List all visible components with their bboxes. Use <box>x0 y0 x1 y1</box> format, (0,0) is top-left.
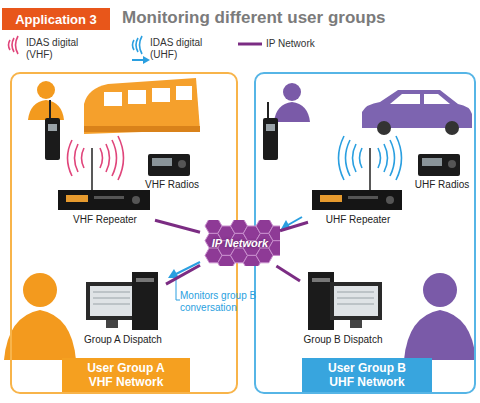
region-heading: User Group A VHF Network <box>80 361 172 389</box>
device-node: UHF Radios <box>410 145 474 191</box>
antenna <box>369 148 371 190</box>
train-illustration <box>84 78 200 134</box>
device-node: Group A Dispatch <box>80 270 166 346</box>
device-node: VHF Repeater <box>55 188 155 226</box>
device-label-holder: UHF Radios <box>410 179 474 191</box>
uhf-wave-sample <box>133 36 143 54</box>
dispatch-pc <box>308 272 382 330</box>
vhf-wave-sample <box>9 36 19 54</box>
diagram-title: Monitoring different user groups <box>122 8 474 28</box>
network-region: User Group A VHF Network VHF RadiosVHF Re… <box>10 72 238 394</box>
region-heading: User Group B UHF Network <box>320 361 414 389</box>
title-badge: Application 3 <box>2 8 110 30</box>
dispatcher-silhouette <box>4 273 76 360</box>
uhf-arrow-sample <box>132 56 150 64</box>
device-node: UHF Repeater <box>308 188 408 226</box>
device-label-holder: Group B Dispatch <box>300 334 386 346</box>
dispatch-pc <box>86 272 158 330</box>
legend-text: IP Network <box>266 38 356 50</box>
car-illustration <box>362 90 472 135</box>
device-label-holder: VHF Repeater <box>55 214 155 226</box>
device-node: Group B Dispatch <box>300 270 386 346</box>
person-silhouette <box>28 81 64 120</box>
network-hexagon <box>269 241 280 256</box>
device-label: UHF Repeater <box>308 214 408 226</box>
region-band: User Group A VHF Network <box>62 358 190 392</box>
ip-network-cloud: IP Network <box>200 220 280 266</box>
device-label-holder: VHF Radios <box>140 179 204 191</box>
device-label-holder: Group A Dispatch <box>80 334 166 346</box>
leader-line <box>176 280 180 300</box>
repeater-rack <box>312 190 402 210</box>
legend-text: IDAS digital (VHF) <box>26 37 90 61</box>
ip-line-sample <box>238 43 262 46</box>
ip-link <box>166 265 200 284</box>
network-hexagon <box>269 226 280 241</box>
handheld-radio <box>263 102 278 160</box>
device-label-holder: UHF Repeater <box>308 214 408 226</box>
vhf-radio-waves <box>68 136 124 180</box>
badge-label: Application 3 <box>15 12 97 27</box>
network-label: IP Network <box>212 237 268 249</box>
monitor-flow-arrow <box>168 262 200 278</box>
network-region: User Group B UHF Network UHF RadiosUHF Re… <box>254 72 476 394</box>
ip-link <box>155 220 200 232</box>
cloud-text-holder: IP Network <box>200 220 280 266</box>
dispatcher-silhouette <box>404 273 476 360</box>
device-label: VHF Radios <box>140 179 204 191</box>
device-label: VHF Repeater <box>55 214 155 226</box>
device-label: Group B Dispatch <box>300 334 386 346</box>
callout-note: Monitors group B conversation <box>180 290 288 314</box>
repeater-rack <box>58 190 150 210</box>
antenna <box>91 148 93 190</box>
ip-link <box>280 222 308 231</box>
legend-text: IDAS digital (UHF) <box>150 37 214 61</box>
uhf-radio-waves <box>339 136 402 180</box>
monitor-flow-arrow <box>281 217 302 229</box>
region-band: User Group B UHF Network <box>302 358 432 392</box>
handheld-radio <box>45 100 60 160</box>
ip-link <box>276 266 300 281</box>
device-label: UHF Radios <box>410 179 474 191</box>
mobile-radio <box>148 154 190 176</box>
device-node: VHF Radios <box>140 145 204 191</box>
device-label: Group A Dispatch <box>80 334 166 346</box>
mobile-radio <box>418 154 460 176</box>
person-silhouette <box>274 83 310 122</box>
